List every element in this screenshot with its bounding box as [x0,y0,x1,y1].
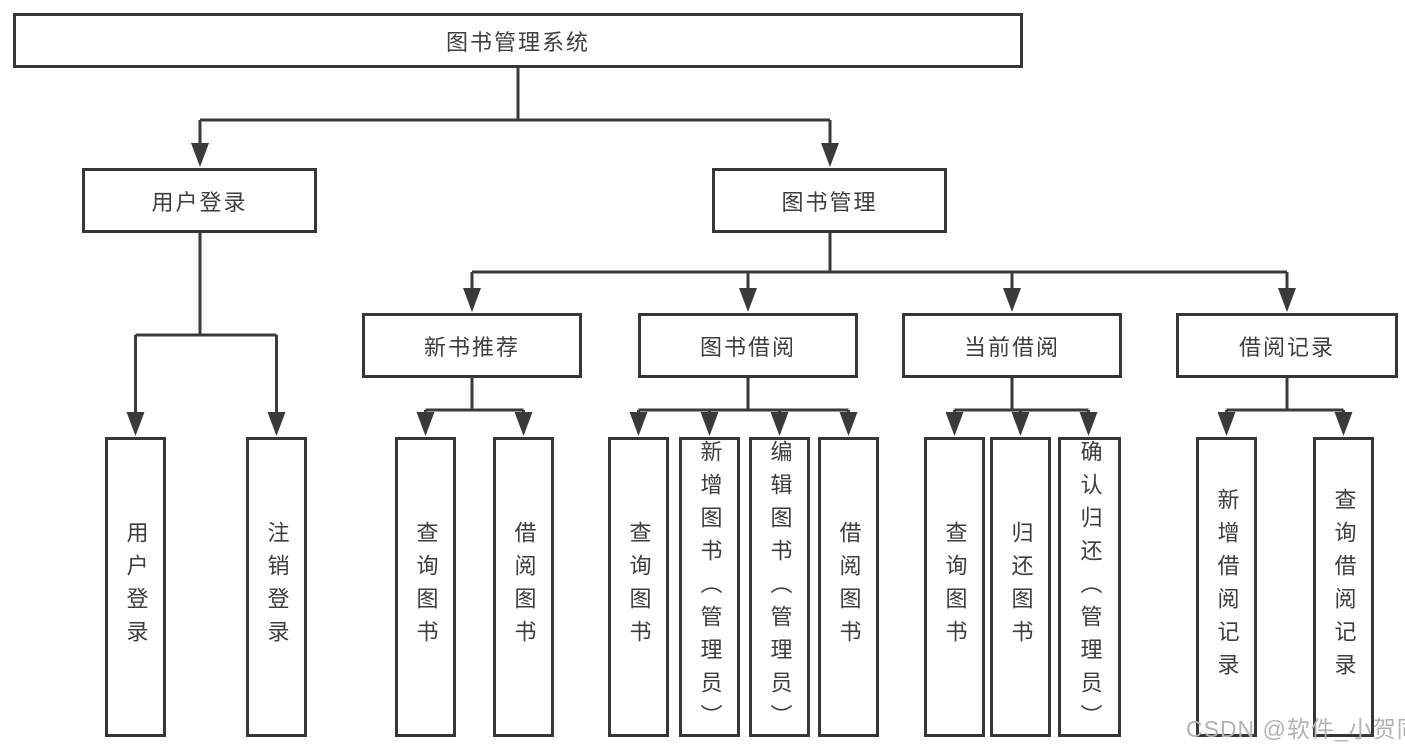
node-book-management: 图书管理 [712,168,947,233]
node-label: 归还图书 [1008,521,1034,653]
node-label: 图书管理系统 [445,29,590,55]
node-label: 确认归还（管理员） [1077,440,1103,737]
node-label: 注销登录 [264,521,290,653]
node-label: 新书推荐 [423,334,520,360]
node-rec-borrow-books: 借阅图书 [493,437,554,737]
node-br-add-record: 新增借阅记录 [1196,437,1257,737]
node-cb-return-books: 归还图书 [990,437,1051,737]
node-root: 图书管理系统 [13,13,1023,68]
node-book-borrowing: 图书借阅 [638,313,858,378]
node-bb-add-books-admin: 新增图书（管理员） [679,437,740,737]
node-br-query-record: 查询借阅记录 [1313,437,1374,737]
node-label: 借阅图书 [511,521,537,653]
node-label: 查询图书 [626,521,652,653]
node-logout: 注销登录 [246,437,307,737]
node-label: 查询图书 [942,521,968,653]
node-bb-edit-books-admin: 编辑图书（管理员） [749,437,810,737]
node-bb-query-books: 查询图书 [608,437,669,737]
node-label: 图书管理 [781,189,878,215]
node-bb-borrow-books: 借阅图书 [818,437,879,737]
node-label: 新增图书（管理员） [697,440,723,737]
node-cb-query-books: 查询图书 [924,437,985,737]
node-borrowing-records: 借阅记录 [1176,313,1398,378]
node-cb-confirm-return-admin: 确认归还（管理员） [1058,437,1121,737]
csdn-watermark: CSDN @软件_小贺同学 [1186,716,1405,742]
node-user-login-leaf: 用户登录 [105,437,166,737]
node-rec-query-books: 查询图书 [395,437,456,737]
node-label: 当前借阅 [963,334,1060,360]
node-current-borrowing: 当前借阅 [902,313,1122,378]
node-label: 借阅记录 [1238,334,1335,360]
node-label: 编辑图书（管理员） [767,440,793,737]
node-label: 用户登录 [151,189,248,215]
node-label: 用户登录 [123,521,149,653]
node-label: 新增借阅记录 [1214,488,1240,686]
node-label: 查询图书 [413,521,439,653]
node-user-login: 用户登录 [82,168,317,233]
node-new-book-recommend: 新书推荐 [362,313,582,378]
node-label: 查询借阅记录 [1331,488,1357,686]
node-label: 图书借阅 [699,334,796,360]
node-label: 借阅图书 [836,521,862,653]
